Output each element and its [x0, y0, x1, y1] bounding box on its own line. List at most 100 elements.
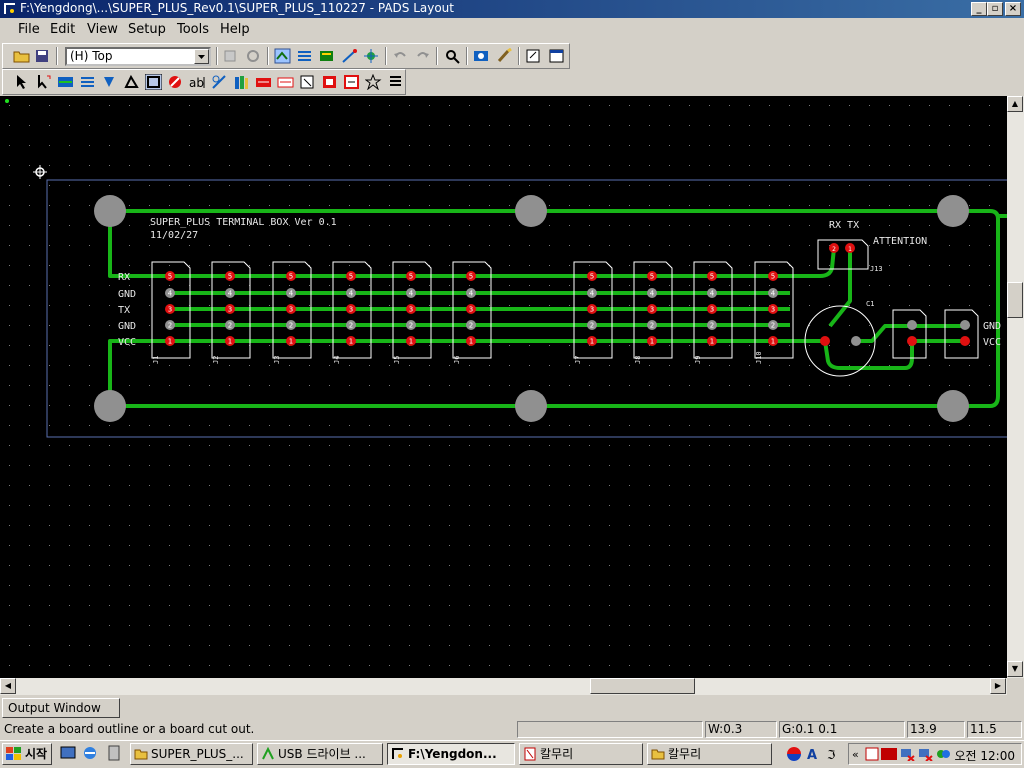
pad[interactable] [768, 320, 778, 330]
pad[interactable] [406, 320, 416, 330]
pad[interactable] [707, 271, 717, 281]
union-icon[interactable] [343, 74, 360, 90]
highlight-brush-icon[interactable] [496, 48, 513, 64]
input-mode-icon[interactable]: A [806, 746, 820, 762]
scroll-down-icon[interactable]: ▼ [1007, 661, 1023, 677]
pad[interactable] [466, 320, 476, 330]
pad[interactable] [466, 288, 476, 298]
save-icon[interactable] [34, 48, 51, 64]
chevron-down-icon[interactable] [194, 49, 209, 64]
c1-outline[interactable] [804, 305, 876, 377]
mounting-hole[interactable] [94, 195, 126, 227]
pad[interactable] [587, 304, 597, 314]
scroll-right-icon[interactable]: ▶ [990, 678, 1006, 694]
ime-pad-icon[interactable]: ℑ [826, 746, 842, 762]
select-pointer-icon[interactable] [13, 74, 30, 90]
language-flag-icon[interactable] [786, 746, 802, 762]
pad[interactable] [165, 320, 175, 330]
pad[interactable] [286, 336, 296, 346]
scroll-left-icon[interactable]: ◀ [0, 678, 16, 694]
tray-antivirus-icon[interactable] [881, 747, 897, 761]
pad[interactable] [346, 304, 356, 314]
design-toolbar-icon[interactable] [274, 48, 291, 64]
taskbar-button-kalmuri-1[interactable]: 칼무리 [519, 743, 643, 765]
menu-help[interactable]: Help [220, 22, 250, 37]
tray-expand-icon[interactable]: « [852, 747, 862, 761]
close-button[interactable]: × [1005, 2, 1021, 16]
route-toolbar-icon[interactable] [341, 48, 358, 64]
open-folder-icon[interactable] [13, 48, 30, 64]
plane-icon[interactable] [123, 74, 140, 90]
pad[interactable] [768, 271, 778, 281]
mounting-hole[interactable] [937, 390, 969, 422]
pad[interactable] [286, 271, 296, 281]
pad[interactable] [707, 320, 717, 330]
pad[interactable] [286, 320, 296, 330]
mounting-hole[interactable] [515, 390, 547, 422]
pad[interactable] [466, 304, 476, 314]
start-button[interactable]: 시작 [2, 743, 52, 765]
pad[interactable] [707, 304, 717, 314]
j11-pad[interactable] [960, 336, 970, 346]
restore-button[interactable]: ▫ [987, 2, 1003, 16]
text-icon[interactable]: ab [189, 74, 206, 90]
pad[interactable] [587, 320, 597, 330]
pad[interactable] [346, 288, 356, 298]
pad[interactable] [406, 336, 416, 346]
horizontal-scrollbar[interactable]: ◀ ▶ [0, 678, 1007, 695]
j13-pad[interactable] [845, 243, 855, 253]
pad[interactable] [647, 336, 657, 346]
pad[interactable] [225, 320, 235, 330]
j13-outline[interactable] [817, 239, 869, 270]
pad[interactable] [768, 304, 778, 314]
layer-properties-icon[interactable] [222, 48, 239, 64]
component-icon[interactable] [277, 74, 294, 90]
pad[interactable] [647, 271, 657, 281]
j11-pad[interactable] [960, 320, 970, 330]
decal-icon[interactable] [255, 74, 272, 90]
pad[interactable] [647, 304, 657, 314]
redo-icon[interactable] [414, 48, 431, 64]
vertical-scrollbar[interactable]: ▲ ▼ [1007, 96, 1024, 678]
undo-icon[interactable] [392, 48, 409, 64]
mounting-hole[interactable] [515, 195, 547, 227]
tray-app-icon[interactable] [865, 747, 879, 761]
window-layout-icon[interactable] [548, 48, 565, 64]
pad[interactable] [768, 288, 778, 298]
hatch-icon[interactable] [79, 74, 96, 90]
scroll-up-icon[interactable]: ▲ [1007, 96, 1023, 112]
taskbar-button-pads[interactable]: F:\Yengdon... [387, 743, 515, 765]
pad[interactable] [406, 304, 416, 314]
pad[interactable] [587, 288, 597, 298]
pad[interactable] [707, 336, 717, 346]
layer-select[interactable]: (H) Top [65, 47, 211, 66]
c1-pad[interactable] [820, 336, 830, 346]
messenger-icon[interactable] [935, 747, 951, 761]
show-desktop-icon[interactable] [60, 745, 76, 761]
menu-view[interactable]: View [87, 22, 118, 37]
pad[interactable] [165, 304, 175, 314]
view-toolbar-icon[interactable] [473, 48, 490, 64]
menu-edit[interactable]: Edit [50, 22, 76, 37]
pad[interactable] [286, 288, 296, 298]
j12-pad[interactable] [907, 336, 917, 346]
menu-tools[interactable]: Tools [177, 22, 210, 37]
network-icon[interactable] [899, 747, 915, 761]
redraw-icon[interactable] [245, 48, 262, 64]
vertical-scroll-thumb[interactable] [1007, 282, 1023, 318]
network-disconnected-icon[interactable] [917, 747, 933, 761]
pad[interactable] [466, 336, 476, 346]
pad[interactable] [225, 304, 235, 314]
j11-outline[interactable] [944, 309, 979, 359]
library-icon[interactable] [233, 74, 250, 90]
drafting-toolbar-icon[interactable] [296, 48, 313, 64]
